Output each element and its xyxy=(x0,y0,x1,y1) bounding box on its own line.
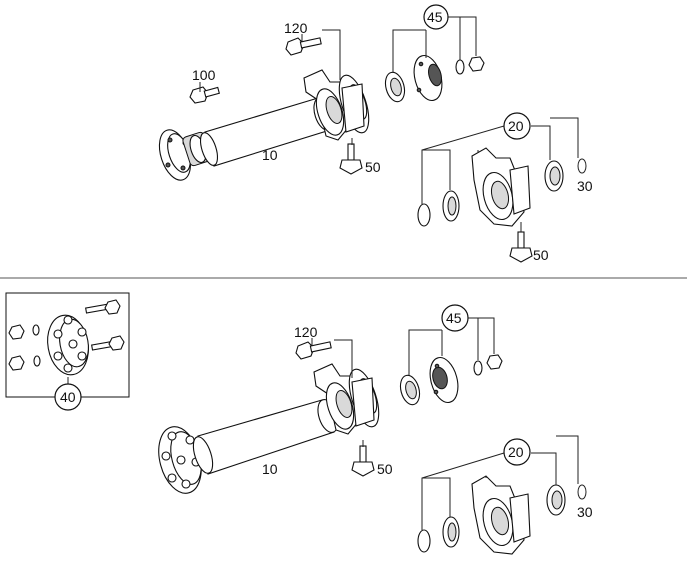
bot-leader-lines xyxy=(311,317,579,530)
bot-label-40: 40 xyxy=(60,389,76,405)
top-label-50-a: 50 xyxy=(365,159,381,175)
top-label-20: 20 xyxy=(508,118,524,134)
bot-group-45-parts xyxy=(399,354,503,406)
top-assembly: 100 120 45 10 50 20 30 50 xyxy=(158,4,593,263)
top-leader-lines xyxy=(199,16,579,232)
top-center-bearing xyxy=(303,69,370,141)
bot-label-20: 20 xyxy=(508,444,524,460)
top-label-100: 100 xyxy=(192,67,216,83)
bot-group-40-circle xyxy=(54,383,82,411)
bottom-assembly: 40 xyxy=(5,292,593,555)
bot-group-20-circle xyxy=(503,438,531,466)
top-label-10: 10 xyxy=(262,147,278,163)
bot-label-10: 10 xyxy=(262,461,278,477)
top-bolt-50-b xyxy=(509,231,533,263)
bot-bolt-120 xyxy=(295,341,332,360)
bot-label-50: 50 xyxy=(377,461,393,477)
bot-label-30: 30 xyxy=(577,504,593,520)
top-bolt-50-a xyxy=(339,143,363,175)
bot-bolt-50 xyxy=(351,445,375,477)
bot-shaft-flex-disc xyxy=(158,426,202,494)
top-label-120: 120 xyxy=(284,20,308,36)
flex-disc-inset xyxy=(5,292,130,398)
bot-label-45: 45 xyxy=(446,310,462,326)
bot-center-bearing xyxy=(313,363,380,435)
top-group-20-circle xyxy=(503,112,531,140)
top-end-flange xyxy=(158,129,192,181)
top-label-30: 30 xyxy=(577,178,593,194)
top-label-45: 45 xyxy=(427,9,443,25)
top-group-20-parts xyxy=(417,147,587,227)
bot-group-20-parts xyxy=(417,475,587,555)
top-group-45-circle xyxy=(423,4,449,30)
top-bolt-100 xyxy=(189,86,220,104)
top-group-45-parts xyxy=(384,54,485,103)
top-label-50-b: 50 xyxy=(533,247,549,263)
bot-label-120: 120 xyxy=(294,324,318,340)
bot-group-45-circle xyxy=(441,304,469,332)
top-bolt-120 xyxy=(285,37,322,56)
